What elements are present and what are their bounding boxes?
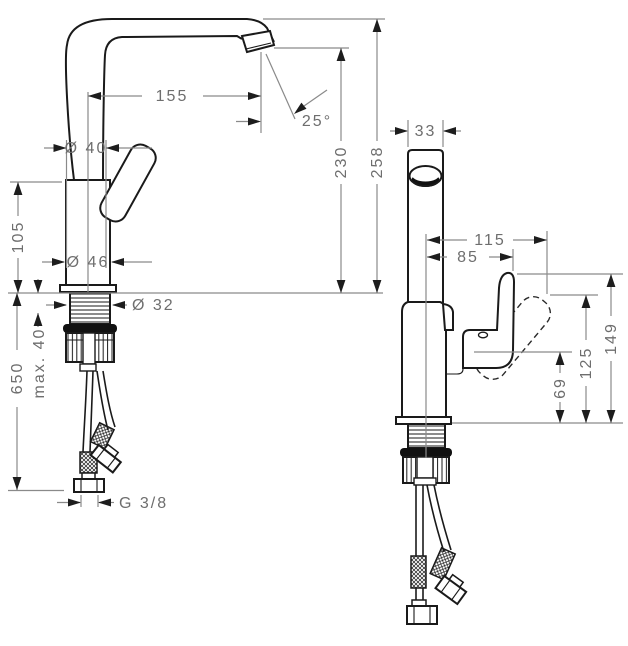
spout-outline	[64, 18, 276, 181]
front-view	[395, 149, 552, 625]
hose-nut-angled	[434, 573, 468, 606]
hose-nut-angled	[89, 443, 123, 474]
supply-hoses	[73, 370, 123, 493]
spout-column	[407, 149, 444, 308]
fixing-screw-foot	[79, 363, 97, 372]
dimensions: 155 25° Ø 40 105	[8, 18, 623, 512]
fixing-screw-foot	[413, 477, 437, 486]
dim-label-max40: max. 40	[31, 328, 48, 399]
hose-braid	[429, 546, 457, 581]
threaded-shank	[69, 291, 111, 325]
dim-label-650: 650	[9, 362, 26, 395]
dim-label-149: 149	[603, 322, 620, 355]
hose-braid	[410, 555, 427, 589]
cartridge-collar	[441, 302, 454, 331]
dim-label-69: 69	[552, 377, 569, 399]
dim-label-g38: G 3/8	[119, 495, 168, 512]
dim-body-height: 105	[10, 181, 62, 293]
dim-label-d32: Ø 32	[132, 297, 175, 314]
hose-nut	[406, 605, 438, 625]
o-ring-seal	[63, 324, 117, 333]
hose-nut	[73, 478, 105, 493]
dim-spout-width: 33	[390, 120, 461, 147]
dim-label-258: 258	[369, 146, 386, 179]
supply-hoses	[406, 484, 468, 625]
dim-handle-reach-open: 115	[427, 231, 548, 294]
handle-lever	[99, 143, 157, 223]
dim-label-230: 230	[333, 146, 350, 179]
dim-spout-angle: 25°	[236, 53, 332, 130]
dim-label-125: 125	[578, 347, 595, 380]
base-flange	[395, 416, 452, 425]
dim-handle-bottom-height: 69	[474, 351, 572, 423]
dim-label-155: 155	[156, 88, 189, 105]
spout-outlet	[408, 165, 443, 187]
handle-front	[446, 271, 516, 375]
hose-braid	[89, 421, 116, 450]
dim-spout-diameter: Ø 40	[44, 140, 152, 268]
dim-label-d46: Ø 46	[67, 254, 110, 271]
dim-outlet-height: 230	[333, 48, 350, 293]
dim-body-diameter: Ø 46	[42, 254, 152, 271]
dim-label-33: 33	[415, 123, 437, 140]
dim-thread-size: G 3/8	[57, 495, 168, 512]
dim-handle-reach: 85	[427, 249, 514, 271]
dim-total-height: 258	[369, 19, 386, 293]
dim-label-115: 115	[474, 232, 506, 249]
dim-label-25deg: 25°	[302, 113, 332, 130]
dim-label-105: 105	[10, 221, 27, 254]
dim-shank-diameter: Ø 32	[46, 297, 175, 314]
dim-handle-top-height: 149	[517, 273, 623, 423]
dim-label-85: 85	[457, 249, 479, 266]
faucet-body	[401, 301, 454, 418]
dim-handle-mid-height: 125	[550, 294, 598, 423]
dim-max-deck-thickness: max. 40	[31, 279, 48, 398]
mounting-hardware	[63, 291, 117, 372]
handle-screw-hole	[477, 331, 489, 339]
dim-spout-reach: 155	[87, 52, 262, 292]
aerator	[240, 29, 276, 54]
dim-label-d40: Ø 40	[65, 140, 108, 157]
dim-hose-length: 650	[8, 293, 64, 492]
